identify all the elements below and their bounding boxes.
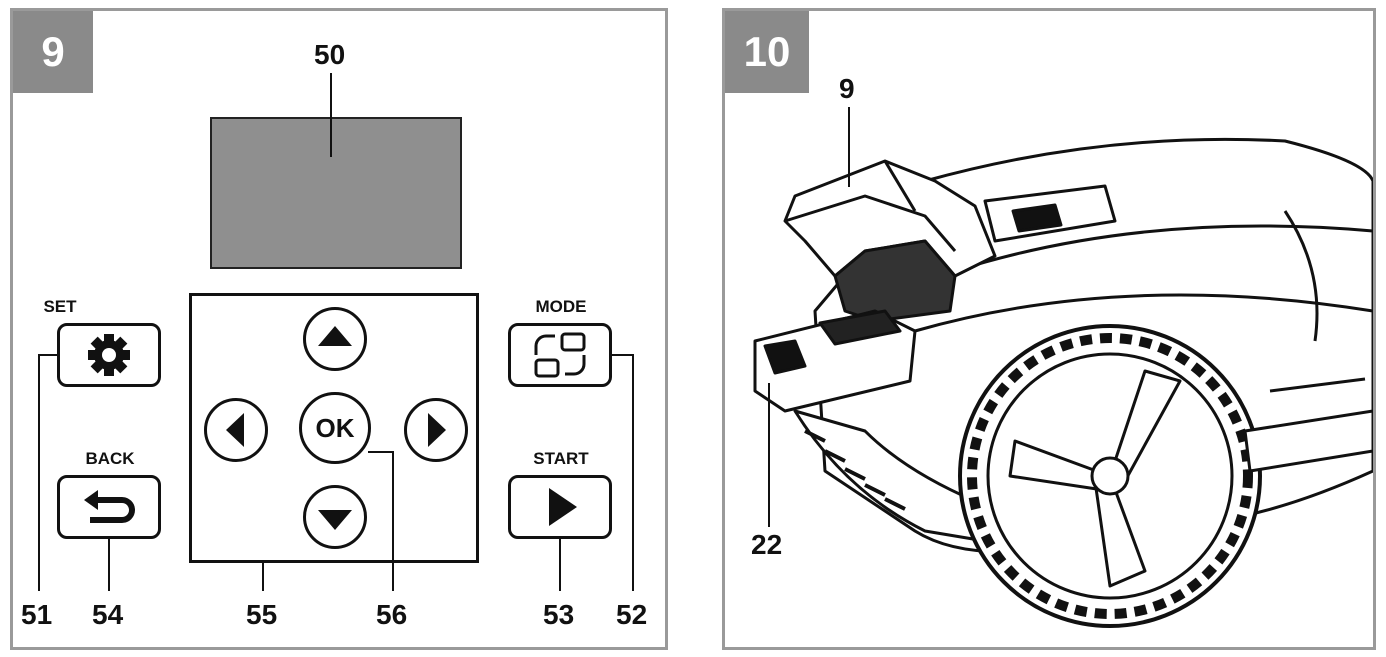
arrow-up-icon xyxy=(318,326,352,346)
figure-10-panel: 10 xyxy=(722,8,1376,650)
arrow-down-icon xyxy=(318,510,352,530)
play-icon xyxy=(549,488,577,526)
up-button[interactable] xyxy=(303,307,367,371)
display-screen xyxy=(210,117,462,269)
navigation-pad: OK xyxy=(189,293,479,563)
callout-back: 54 xyxy=(92,599,124,630)
set-button[interactable] xyxy=(57,323,161,387)
leader-lines xyxy=(38,73,634,591)
left-button[interactable] xyxy=(204,398,268,462)
mode-button[interactable] xyxy=(508,323,612,387)
callout-display: 50 xyxy=(314,39,346,70)
ok-button[interactable]: OK xyxy=(299,392,371,464)
figure-number: 9 xyxy=(13,11,93,93)
robot-mower-illustration xyxy=(753,107,1373,628)
mode-icon xyxy=(534,332,586,378)
figure-number: 10 xyxy=(725,11,809,93)
right-button[interactable] xyxy=(404,398,468,462)
callout-cover: 9 xyxy=(839,73,855,104)
arrow-right-icon xyxy=(428,413,446,447)
gear-icon xyxy=(88,334,130,376)
callout-battery: 22 xyxy=(751,529,783,560)
set-label: SET xyxy=(43,297,77,316)
callout-ok: 56 xyxy=(376,599,408,630)
callout-pad: 55 xyxy=(246,599,278,630)
return-arrow-icon xyxy=(84,490,135,523)
arrow-left-icon xyxy=(226,413,244,447)
ok-label: OK xyxy=(315,412,355,443)
mode-label: MODE xyxy=(535,297,587,316)
down-button[interactable] xyxy=(303,485,367,549)
callout-start: 53 xyxy=(543,599,575,630)
figure-9-panel: 9 50 SET BACK xyxy=(10,8,668,650)
callout-mode: 52 xyxy=(616,599,648,630)
back-button[interactable] xyxy=(57,475,161,539)
start-label: START xyxy=(533,449,589,468)
back-label: BACK xyxy=(85,449,135,468)
start-button[interactable] xyxy=(508,475,612,539)
callout-set: 51 xyxy=(21,599,53,630)
